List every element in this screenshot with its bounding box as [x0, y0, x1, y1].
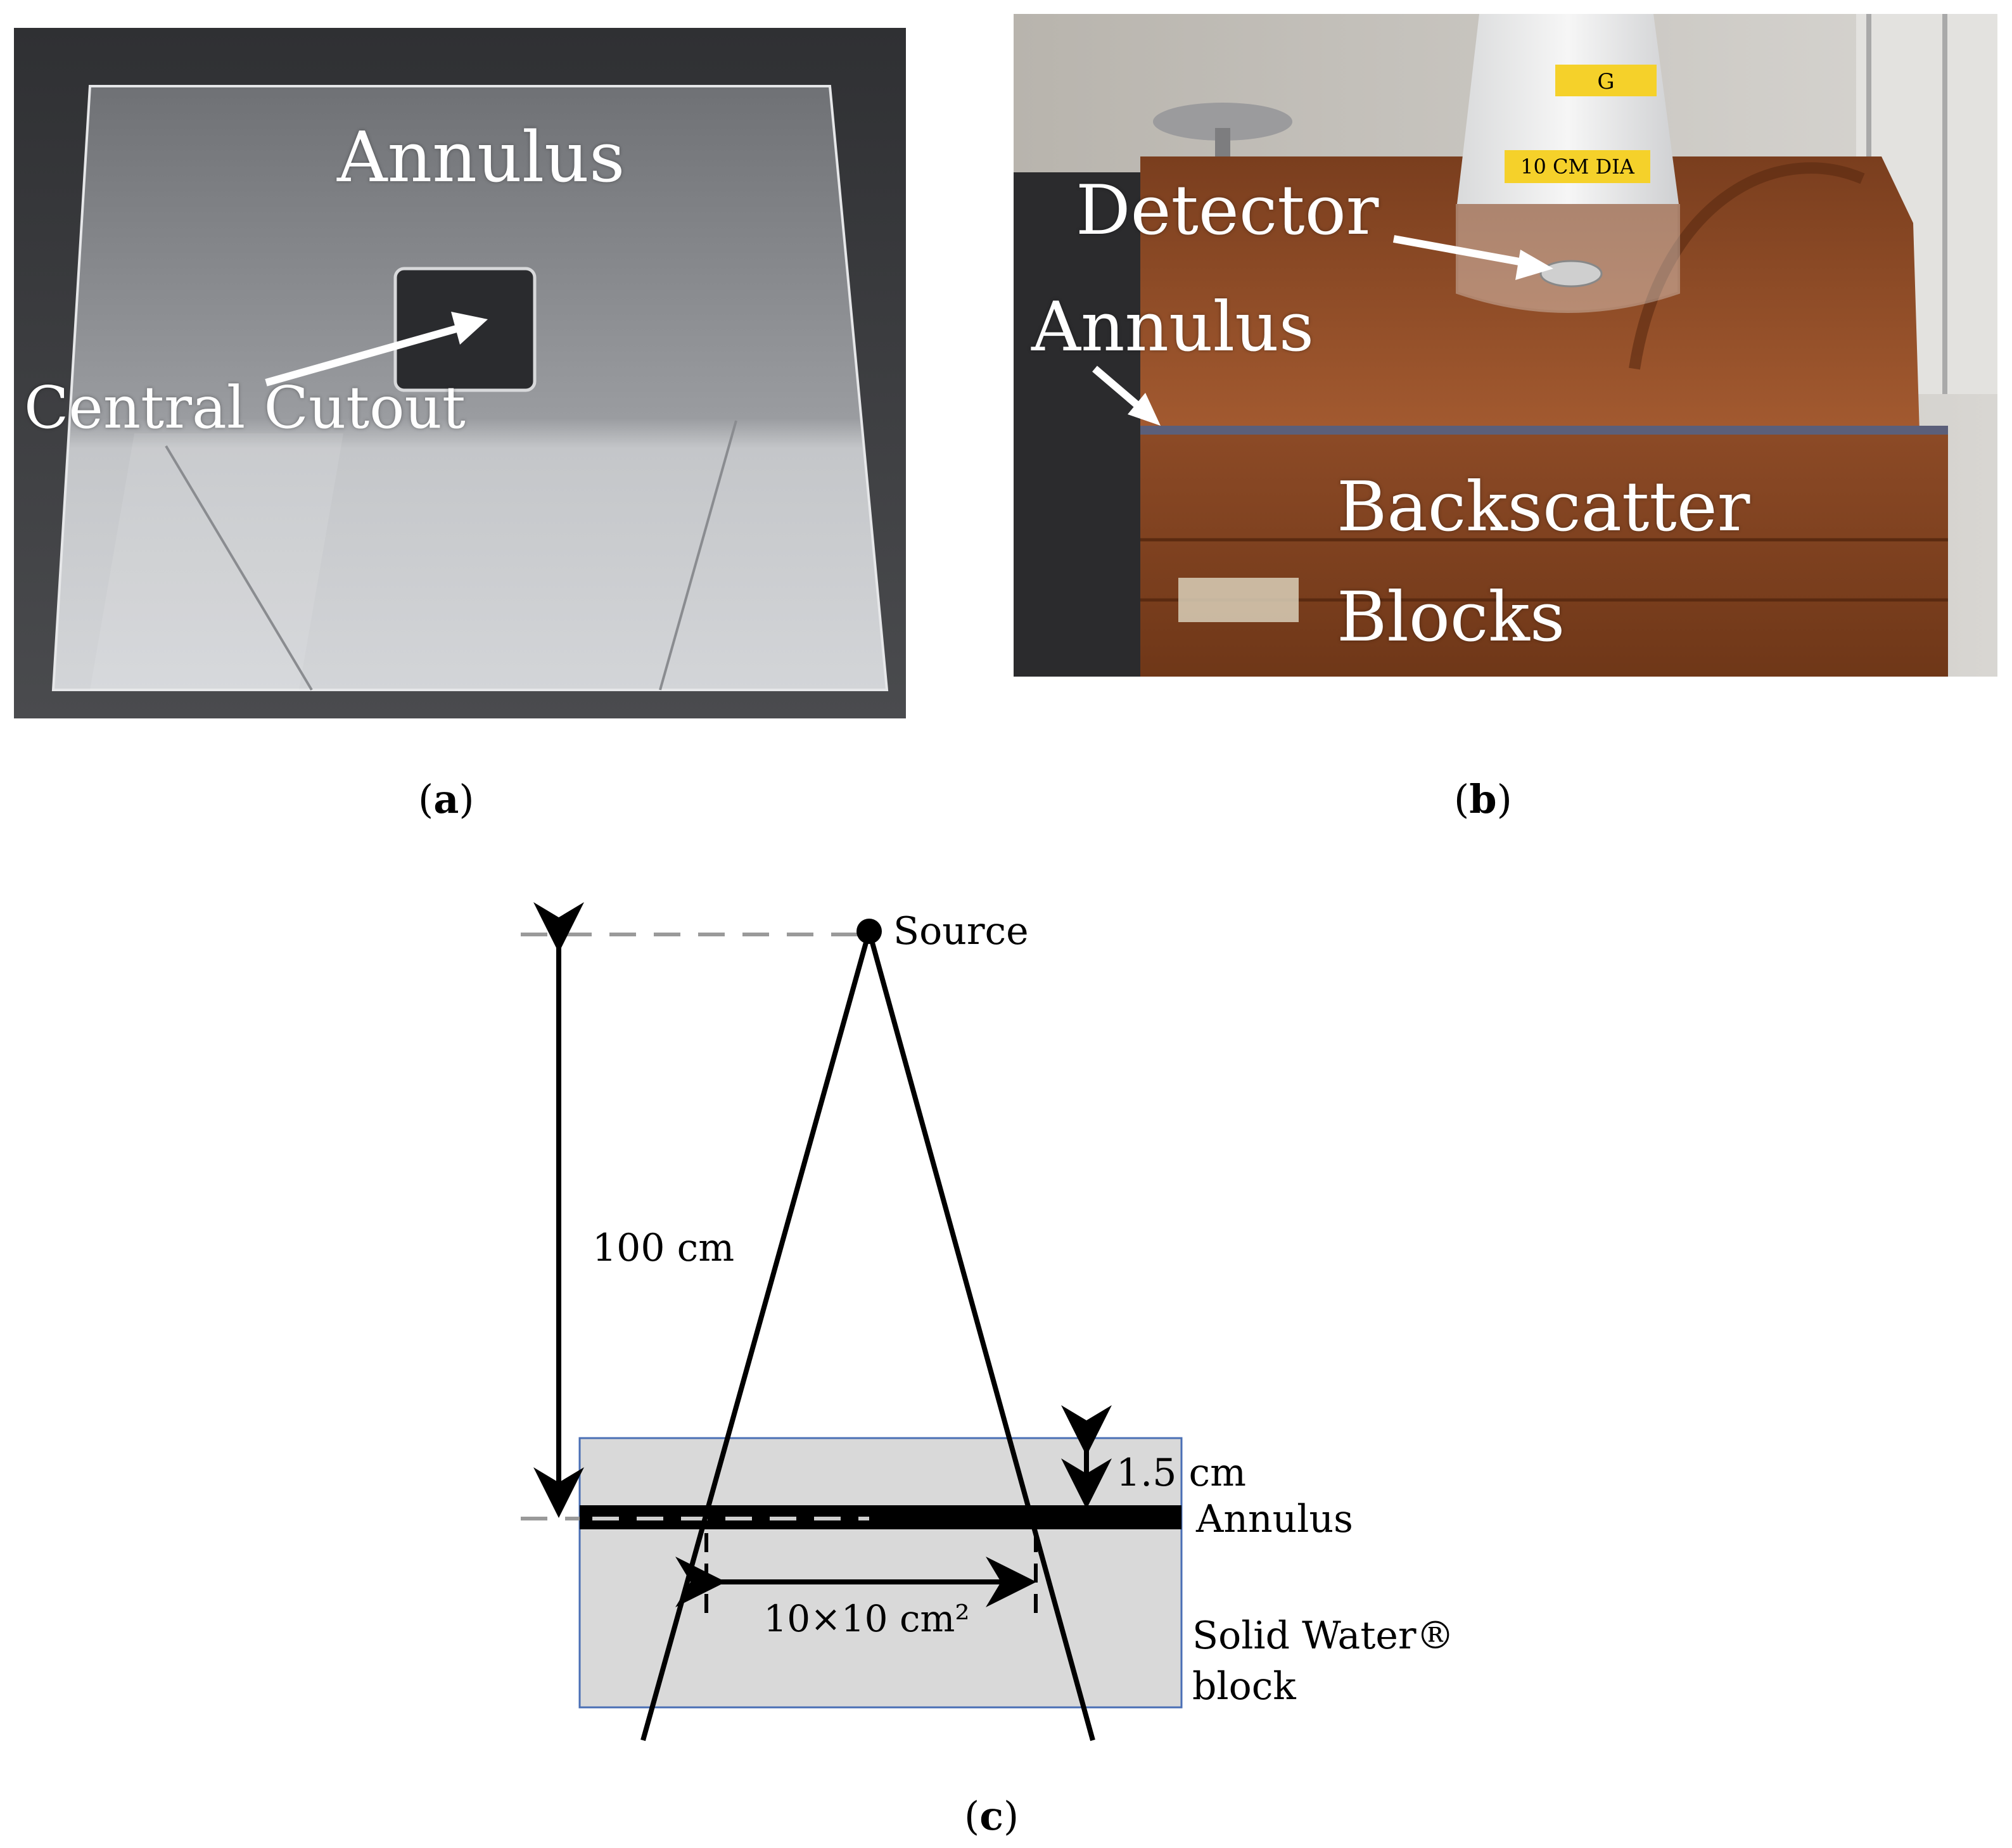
- clear-cone-cylinder: [1456, 204, 1680, 313]
- annulus-arrowhead: [1128, 393, 1161, 426]
- cutout-arrow-shaft: [265, 322, 469, 386]
- detector-arrowhead: [1515, 250, 1553, 280]
- setup-photo: G 10 CM DIA: [1014, 14, 1997, 677]
- solid-water-block: [578, 1437, 1183, 1709]
- cone-tag-g: G: [1597, 69, 1614, 94]
- plate-reflection: [90, 433, 343, 690]
- tape-strip: [1178, 578, 1299, 622]
- annulus-label-b: Annulus: [1031, 288, 1315, 367]
- detector-arrow-shaft: [1392, 235, 1534, 268]
- backscatter-top-face: [1140, 156, 1920, 432]
- caption-a: (a): [418, 776, 474, 822]
- depth-label: 1.5 cm: [1116, 1451, 1246, 1495]
- cone-tag-dia-background: [1505, 150, 1650, 183]
- solid-water-label-line1: Solid Water®: [1192, 1614, 1455, 1658]
- backscatter-front-face: [1140, 435, 1948, 677]
- backscatter-label-line1: Backscatter: [1337, 468, 1750, 547]
- detector-label: Detector: [1076, 171, 1379, 250]
- backscatter-label-line2: Blocks: [1337, 578, 1565, 657]
- cone-tag-g-background: [1555, 65, 1657, 96]
- annulus-label-a: Annulus: [337, 117, 625, 198]
- cone-tag-dia: 10 CM DIA: [1520, 155, 1635, 179]
- field-size-label: 10×10 cm²: [763, 1597, 969, 1640]
- annulus-label-c: Annulus: [1195, 1497, 1353, 1541]
- caption-c: (c): [964, 1793, 1019, 1839]
- stool-top: [1153, 103, 1292, 141]
- source-label: Source: [893, 909, 1029, 953]
- solid-water-label-line2: block: [1192, 1664, 1296, 1709]
- beam-edge-right: [867, 930, 1095, 1742]
- plate-reflection-line-right: [659, 420, 737, 691]
- plate-reflection-line-left: [165, 445, 313, 691]
- source-point: [856, 919, 882, 944]
- cutout-arrowhead: [451, 312, 488, 345]
- annulus-plate-edge: [1140, 426, 1948, 435]
- annulus-plate-photo: [14, 28, 906, 718]
- caption-b: (b): [1454, 776, 1512, 822]
- distance-label: 100 cm: [592, 1226, 734, 1270]
- photo-panel-b: G 10 CM DIA Detector Annulus Backscatter…: [1014, 14, 1997, 677]
- photo-panel-a: Annulus Central Cutout: [14, 28, 906, 718]
- detector-disk: [1539, 260, 1603, 288]
- annulus-bar: [580, 1505, 1181, 1529]
- cable-loop: [1629, 162, 1865, 370]
- central-cutout-label: Central Cutout: [24, 374, 466, 442]
